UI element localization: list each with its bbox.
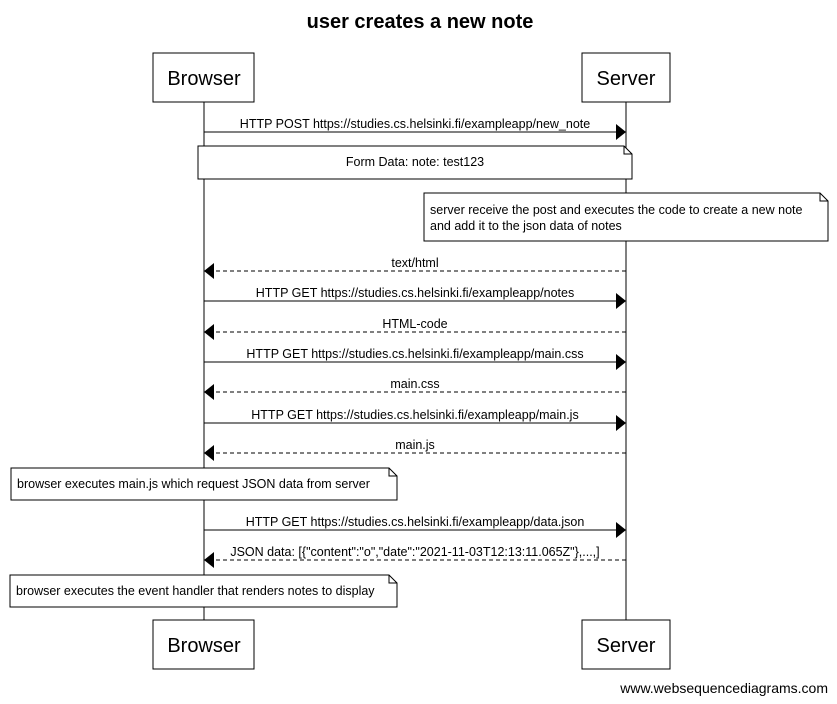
note: browser executes the event handler that … bbox=[9, 574, 398, 608]
note-text: and add it to the json data of notes bbox=[430, 219, 622, 233]
message: HTTP GET https://studies.cs.helsinki.fi/… bbox=[204, 515, 626, 538]
message-label: HTTP GET https://studies.cs.helsinki.fi/… bbox=[256, 286, 574, 300]
message: main.css bbox=[204, 377, 626, 400]
participant-label: Browser bbox=[167, 68, 241, 90]
note-box bbox=[9, 574, 398, 608]
message-label: JSON data: [{"content":"o","date":"2021-… bbox=[230, 545, 599, 559]
participant-label: Browser bbox=[167, 635, 241, 657]
note-text: Form Data: note: test123 bbox=[346, 155, 484, 169]
note-fold bbox=[819, 193, 828, 202]
note-box bbox=[197, 145, 633, 180]
message: HTTP GET https://studies.cs.helsinki.fi/… bbox=[204, 408, 626, 431]
participant-server-bottom: Server bbox=[581, 619, 671, 670]
events: HTTP POST https://studies.cs.helsinki.fi… bbox=[9, 117, 829, 608]
message: text/html bbox=[204, 256, 626, 279]
message-label: HTTP GET https://studies.cs.helsinki.fi/… bbox=[251, 408, 578, 422]
message: main.js bbox=[204, 438, 626, 461]
participant-browser-top: Browser bbox=[152, 52, 255, 103]
note-text: browser executes main.js which request J… bbox=[17, 477, 370, 491]
message-label: main.js bbox=[395, 438, 435, 452]
note-fold bbox=[388, 575, 397, 584]
participant-label: Server bbox=[597, 635, 656, 657]
message: HTTP GET https://studies.cs.helsinki.fi/… bbox=[204, 347, 626, 370]
note-fold bbox=[388, 468, 397, 477]
note-box bbox=[10, 467, 398, 501]
footer-credit: www.websequencediagrams.com bbox=[619, 680, 828, 696]
message-label: HTTP GET https://studies.cs.helsinki.fi/… bbox=[246, 515, 585, 529]
message: HTTP GET https://studies.cs.helsinki.fi/… bbox=[204, 286, 626, 309]
message: JSON data: [{"content":"o","date":"2021-… bbox=[204, 545, 626, 568]
note-fold bbox=[623, 146, 632, 155]
message-label: HTTP POST https://studies.cs.helsinki.fi… bbox=[240, 117, 590, 131]
participant-browser-bottom: Browser bbox=[152, 619, 255, 670]
lifelines bbox=[203, 102, 627, 620]
note: browser executes main.js which request J… bbox=[10, 467, 398, 501]
note-text: browser executes the event handler that … bbox=[16, 584, 375, 598]
note-text: server receive the post and executes the… bbox=[430, 203, 802, 217]
message-label: text/html bbox=[391, 256, 438, 270]
participant-label: Server bbox=[597, 68, 656, 90]
note-box bbox=[423, 192, 829, 242]
message: HTML-code bbox=[204, 317, 626, 340]
diagram-title: user creates a new note bbox=[307, 11, 534, 33]
message-label: HTML-code bbox=[382, 317, 447, 331]
message-label: HTTP GET https://studies.cs.helsinki.fi/… bbox=[246, 347, 583, 361]
message: HTTP POST https://studies.cs.helsinki.fi… bbox=[204, 117, 626, 140]
participant-server-top: Server bbox=[581, 52, 671, 103]
message-label: main.css bbox=[390, 377, 439, 391]
note: server receive the post and executes the… bbox=[423, 192, 829, 242]
note: Form Data: note: test123 bbox=[197, 145, 633, 180]
